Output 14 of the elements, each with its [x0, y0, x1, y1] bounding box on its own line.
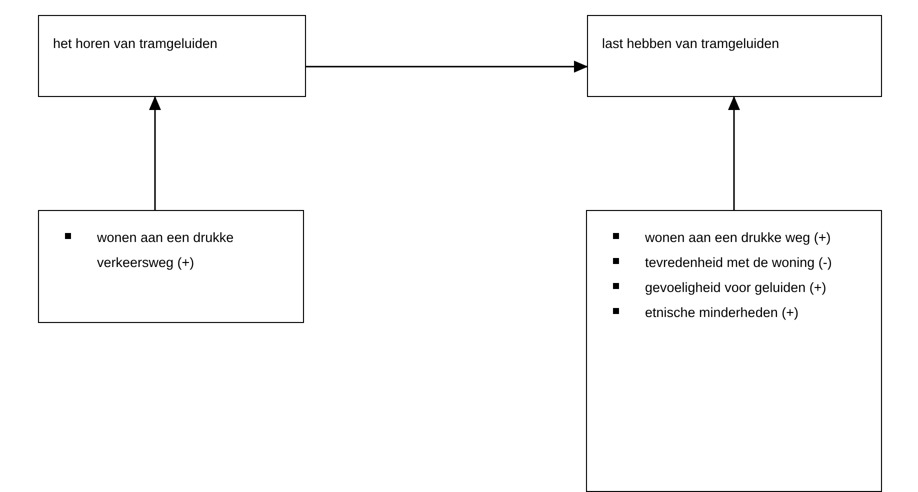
bullet-item: tevredenheid met de woning (-)	[613, 250, 871, 275]
arrow	[149, 96, 161, 210]
box-label: het horen van tramgeluiden	[53, 36, 218, 51]
bullet-item: etnische minderheden (+)	[613, 300, 871, 325]
bullet-item: gevoeligheid voor geluiden (+)	[613, 275, 871, 300]
text-box	[38, 15, 306, 97]
bullet-item: wonen aan een drukke weg (+)	[613, 225, 871, 250]
bullet-item: wonen aan een drukke verkeersweg (+)	[65, 225, 293, 275]
text-box	[586, 210, 882, 492]
arrow	[306, 60, 588, 73]
arrow	[728, 96, 740, 210]
text-box	[587, 15, 882, 97]
text-box	[38, 210, 304, 323]
box-label: last hebben van tramgeluiden	[602, 36, 780, 51]
